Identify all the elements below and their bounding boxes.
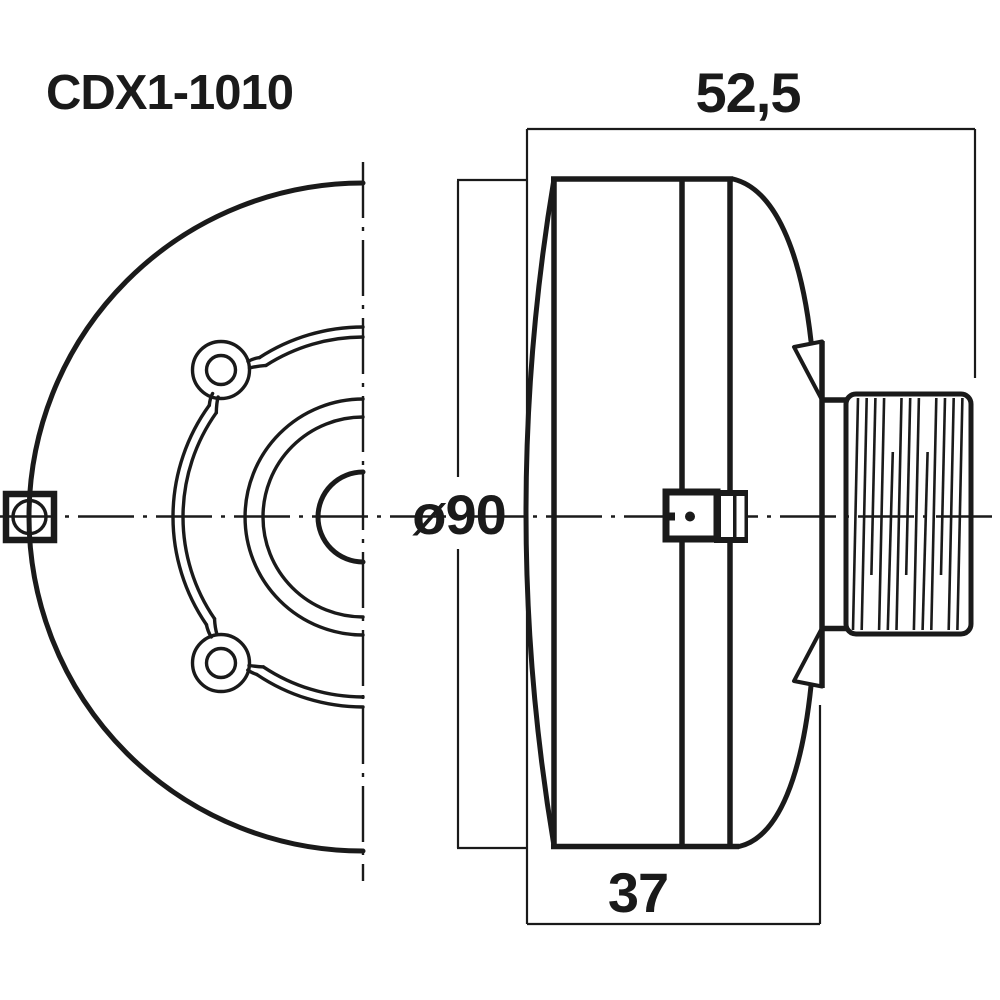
terminal-pin-dot (685, 511, 695, 522)
dim-label-body-depth: 37 (608, 861, 668, 924)
dim-label-diameter: ø90 (412, 483, 506, 546)
dim-body-depth (527, 705, 822, 926)
threaded-throat (843, 391, 974, 637)
dim-diameter (456, 178, 528, 850)
terminal-slot-2 (736, 496, 745, 537)
dimension-lines (456, 127, 977, 926)
screw-boss-bottom (190, 632, 252, 694)
screw-boss-top (190, 339, 252, 401)
model-title: CDX1-1010 (46, 66, 293, 120)
terminal-notch (663, 512, 675, 521)
front-face-dome-arc (523, 176, 557, 849)
side-terminal (662, 488, 748, 543)
rear-dome-top (730, 176, 814, 344)
dim-label-total-depth: 52,5 (696, 61, 801, 124)
rear-dome-bottom (736, 683, 814, 849)
side-view (523, 176, 974, 850)
dim-total-depth (525, 127, 977, 924)
clamp-tab-bottom (792, 626, 824, 689)
terminal-slot-1 (721, 496, 733, 537)
clamp-tab-top (792, 339, 824, 402)
